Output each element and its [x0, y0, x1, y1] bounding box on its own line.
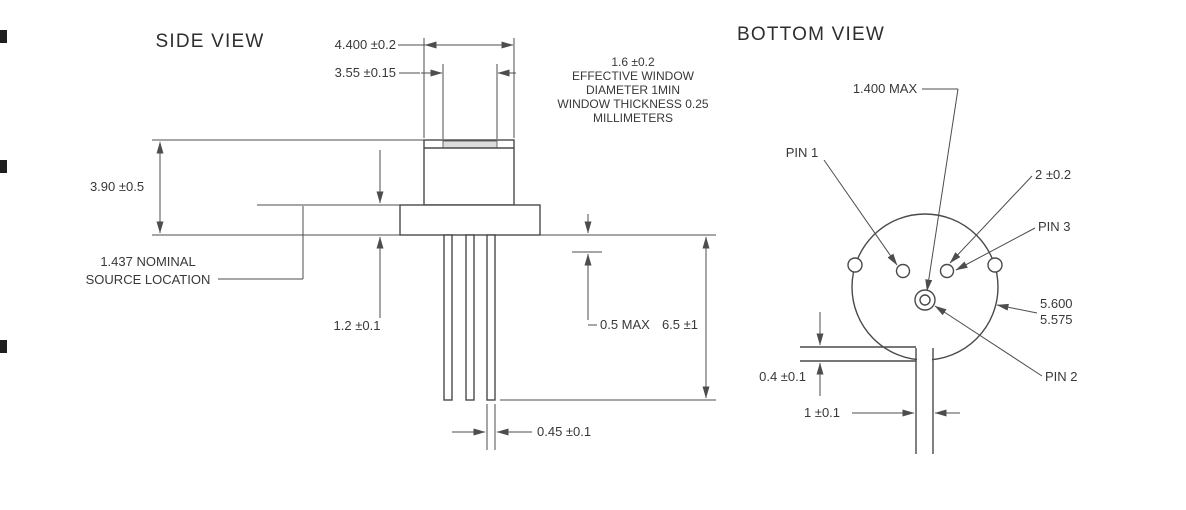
- flange-diameter-upper-label: 5.600: [1040, 296, 1073, 311]
- flange-thickness-label: 1.2 ±0.1: [334, 318, 381, 333]
- scan-artifact: [0, 340, 7, 353]
- scan-artifact: [0, 160, 7, 173]
- dim-pin-circle: 1.400 MAX: [853, 81, 959, 292]
- pin2-label: PIN 2: [1045, 369, 1078, 384]
- source-location-note: 1.437 NOMINAL SOURCE LOCATION: [86, 206, 304, 287]
- flange-notch-left: [847, 257, 863, 273]
- tab-slot-gap: [917, 350, 932, 363]
- dim-tab-width: 1 ±0.1: [804, 405, 960, 420]
- pin-length-label: 6.5 ±1: [662, 317, 698, 332]
- window-band: [442, 140, 498, 149]
- dim-flange-diameter: 5.600 5.575: [996, 296, 1073, 327]
- pin-circle-label: 1.400 MAX: [853, 81, 918, 96]
- flange-notch-right: [987, 257, 1003, 273]
- height-label: 3.90 ±0.5: [90, 179, 144, 194]
- pin-lead: [486, 234, 496, 401]
- pin-lead: [465, 234, 475, 401]
- dim-window-outer: 3.55 ±0.15: [335, 65, 516, 80]
- dim-flange-thickness: 1.2 ±0.1: [334, 150, 384, 333]
- window-note-line: 1.6 ±0.2: [611, 55, 655, 69]
- window-note-line: DIAMETER 1MIN: [586, 83, 680, 97]
- pin1-label: PIN 1: [786, 145, 819, 160]
- scan-artifact: [0, 30, 7, 43]
- dim-tab-thickness: 0.4 ±0.1: [759, 312, 824, 396]
- dim-height: 3.90 ±0.5: [90, 141, 164, 234]
- window-outer-label: 3.55 ±0.15: [335, 65, 396, 80]
- label-pin3: PIN 3: [955, 219, 1071, 271]
- side-view-title: SIDE VIEW: [156, 31, 265, 52]
- cap-outline: [423, 139, 515, 206]
- pin3-label: PIN 3: [1038, 219, 1071, 234]
- bottom-view-part-outline: [800, 213, 1003, 454]
- cap-diameter-label: 4.400 ±0.2: [335, 37, 396, 52]
- pin-diameter-label: 0.45 ±0.1: [537, 424, 591, 439]
- window-note: 1.6 ±0.2 EFFECTIVE WINDOW DIAMETER 1MIN …: [557, 55, 708, 125]
- dim-cap-diameter: 4.400 ±0.2: [335, 37, 514, 52]
- tab-width-label: 1 ±0.1: [804, 405, 840, 420]
- dim-protrusion: 0.5 MAX: [572, 214, 650, 332]
- flange-diameter-lower-label: 5.575: [1040, 312, 1073, 327]
- pin3-circle: [939, 263, 955, 279]
- label-pin2: PIN 2: [934, 305, 1078, 384]
- pin2-circle: [919, 294, 931, 306]
- side-view-part-outline: [399, 139, 541, 401]
- bottom-view-title: BOTTOM VIEW: [737, 24, 885, 45]
- window-note-line: MILLIMETERS: [593, 111, 673, 125]
- dim-pin-spacing: 2 ±0.2: [949, 167, 1071, 264]
- tab-thickness-label: 0.4 ±0.1: [759, 369, 806, 384]
- dim-pin-diameter: 0.45 ±0.1: [452, 424, 591, 439]
- window-note-line: WINDOW THICKNESS 0.25: [557, 97, 708, 111]
- dim-pin-length: 6.5 ±1: [662, 236, 710, 399]
- side-view-extension-lines: [152, 38, 716, 450]
- pin-lead: [443, 234, 453, 401]
- label-pin1: PIN 1: [786, 145, 898, 266]
- pin-spacing-label: 2 ±0.2: [1035, 167, 1071, 182]
- window-note-line: EFFECTIVE WINDOW: [572, 69, 695, 83]
- bottom-view: BOTTOM VIEW 1.400 MAX PIN 1: [737, 24, 1078, 454]
- scan-artifacts: [0, 30, 7, 353]
- pin1-circle: [895, 263, 911, 279]
- source-location-line2: SOURCE LOCATION: [86, 272, 211, 287]
- flange-outline: [399, 204, 541, 236]
- protrusion-label: 0.5 MAX: [600, 317, 650, 332]
- side-view: SIDE VIEW: [86, 31, 716, 450]
- source-location-line1: 1.437 NOMINAL: [100, 254, 195, 269]
